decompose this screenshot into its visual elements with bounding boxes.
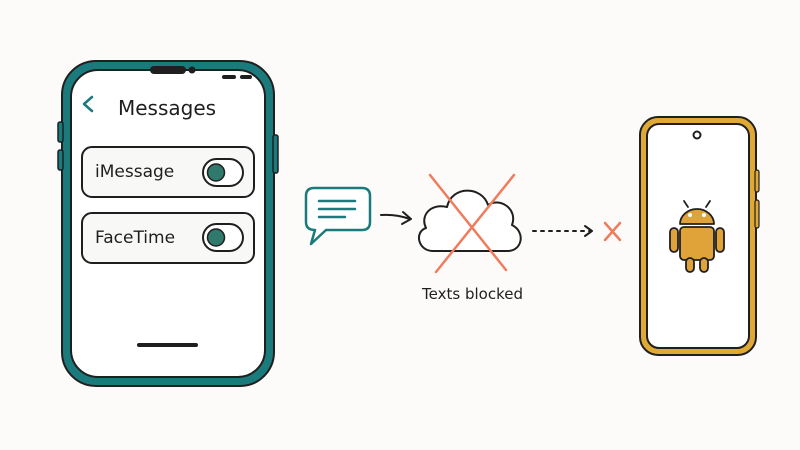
status-indicator (222, 75, 236, 79)
failed-delivery-cross-icon (603, 221, 622, 242)
blocked-cross-icon (428, 173, 516, 274)
android-phone (639, 116, 760, 356)
chevron-left-icon[interactable] (82, 95, 94, 113)
speaker-notch (150, 66, 186, 74)
texts-blocked-label: Texts blocked (422, 285, 523, 303)
toggle-knob (206, 163, 226, 182)
volume-button (57, 121, 64, 143)
home-indicator (137, 343, 198, 347)
imessage-label: iMessage (95, 162, 175, 182)
chat-bubble-icon (304, 186, 372, 246)
side-button (272, 134, 279, 174)
volume-button (57, 149, 64, 171)
side-button (754, 199, 760, 229)
side-button (754, 169, 760, 193)
screen-title: Messages (118, 96, 217, 120)
front-camera (188, 66, 196, 74)
status-indicator (240, 75, 252, 79)
iphone (57, 60, 279, 387)
facetime-label: FaceTime (95, 228, 176, 248)
android-robot-icon (669, 200, 725, 273)
front-camera (692, 130, 702, 140)
arrow-icon (380, 211, 412, 225)
dotted-arrow-icon (532, 225, 593, 237)
toggle-knob (206, 228, 226, 247)
cloud-icon (417, 189, 522, 252)
